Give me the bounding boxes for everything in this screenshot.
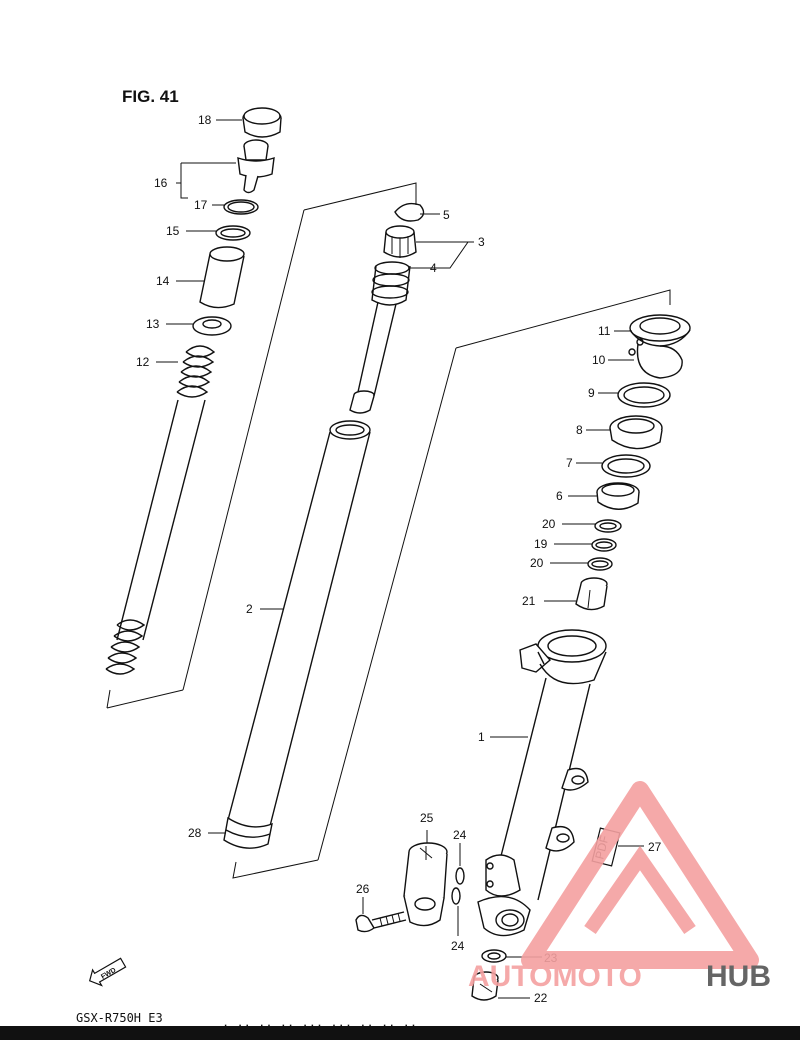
part-3-piston (383, 225, 417, 258)
frame-outline-mid-left (182, 209, 305, 691)
frame-outline-left-tick (106, 689, 111, 709)
callout-24-lower: 24 (451, 939, 465, 953)
part-15-washer (215, 225, 251, 241)
callout-8: 8 (576, 423, 583, 437)
callout-21: 21 (522, 594, 536, 608)
part-10-circlip (628, 338, 683, 379)
part-18-cap (242, 107, 282, 138)
callout-20-lower: 20 (530, 556, 544, 570)
callout-24-upper: 24 (453, 828, 467, 842)
part-24-o-ring-lower (451, 887, 461, 905)
part-4-piston-ring (371, 261, 411, 306)
part-13-spring-seat (192, 316, 232, 336)
part-14-spacer (199, 246, 245, 309)
callout-6: 6 (556, 489, 563, 503)
part-28-bush (223, 816, 273, 849)
watermark-text-part1: AUTOMOTO (468, 960, 642, 993)
callout-15: 15 (166, 224, 180, 238)
frame-outline-right-top (455, 289, 671, 349)
callout-22: 22 (534, 991, 548, 1005)
fwd-arrow-icon: FWD (88, 957, 127, 987)
callout-11: 11 (598, 324, 611, 338)
frame-outline-right-bottom (232, 859, 319, 879)
part-2-inner-tube (227, 420, 371, 827)
callout-5: 5 (443, 208, 450, 222)
watermark-triangle (521, 781, 759, 969)
callout-3: 3 (478, 235, 485, 249)
callout-25: 25 (420, 811, 434, 825)
bottom-border (0, 1026, 800, 1040)
callout-2: 2 (246, 602, 253, 616)
part-17-o-ring (223, 199, 259, 215)
part-5-ring (394, 202, 425, 222)
callout-19: 19 (534, 537, 548, 551)
callout-12: 12 (136, 355, 150, 369)
part-26-bolt (355, 911, 407, 933)
watermark-logo: AUTOMOTO HUB (468, 781, 771, 993)
part-9-oil-seal (617, 382, 671, 408)
part-11-dust-seal (629, 314, 691, 347)
part-7-washer (601, 454, 651, 478)
part-25-adjuster-body (403, 842, 448, 927)
part-6-guide-bush (596, 482, 640, 510)
callout-13: 13 (146, 317, 160, 331)
part-16-adjuster-bolt (237, 139, 275, 194)
callout-28: 28 (188, 826, 202, 840)
damper-rod (349, 301, 397, 414)
callout-9: 9 (588, 386, 595, 400)
part-24-o-ring-upper (455, 867, 465, 885)
part-8-seal (609, 415, 663, 450)
callout-18: 18 (198, 113, 212, 127)
frame-outline-left-bottom (106, 689, 184, 709)
part-23-washer (481, 949, 507, 963)
callout-14: 14 (156, 274, 170, 288)
leader-lines (156, 119, 644, 999)
part-22-bolt (471, 971, 499, 1001)
callout-20-upper: 20 (542, 517, 556, 531)
callout-27: 27 (648, 840, 662, 854)
frame-outline-mid-top (303, 182, 417, 211)
frame-outline-right-left (317, 347, 457, 861)
model-code: GSX-R750H E3 (76, 1011, 163, 1025)
part-21-oil-lock (575, 577, 608, 611)
callout-1: 1 (478, 730, 485, 744)
callout-4: 4 (430, 261, 437, 275)
callout-16: 16 (154, 176, 168, 190)
callout-7: 7 (566, 456, 573, 470)
part-20-washer-lower (587, 557, 613, 571)
part-12-fork-spring (105, 345, 216, 675)
watermark-text-part2: HUB (706, 960, 771, 993)
watermark-inner-mark (584, 845, 696, 934)
part-20-washer-upper (594, 519, 622, 533)
callout-17: 17 (194, 198, 208, 212)
figure-title: FIG. 41 (122, 87, 179, 106)
part-1-outer-tube (477, 629, 607, 937)
part-19-o-ring (591, 538, 617, 552)
callout-10: 10 (592, 353, 606, 367)
callout-26: 26 (356, 882, 370, 896)
